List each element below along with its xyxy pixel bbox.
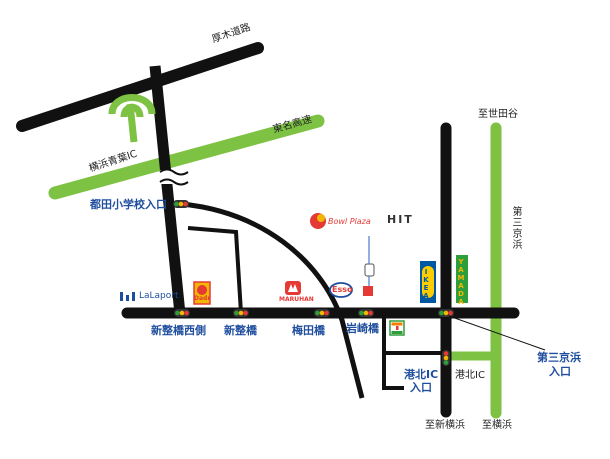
daisan-keihin-entrance-label-2: 入口 [549,365,571,378]
seven-eleven-icon [389,320,405,336]
ikea-label: IKEA [422,268,430,300]
north-south-road [149,65,186,315]
kohoku-ic-entrance-label-1: 港北IC [404,368,439,381]
traffic-light-icon [173,200,189,208]
leader-line [448,315,546,351]
maruhan-logo-icon [285,281,301,295]
bowl-plaza-hit-label: HIT [387,213,414,226]
traffic-light-icon [233,309,249,317]
tomei-expressway [48,114,325,200]
yamada-label: YAMADA [457,258,465,306]
esso-logo-icon [329,282,353,298]
dadd-logo-icon [193,281,211,305]
side-road-shinseibashi [187,226,243,314]
maruhan-label: MARUHAN [279,296,314,303]
kohoku-ic-label: 港北IC [455,370,485,381]
kohoku-ic-entrance-label-2: 入口 [410,381,432,394]
to-shin-yokohama-label: 至新横浜 [425,420,465,431]
traffic-light-icon [358,309,374,317]
traffic-light-icon [442,350,450,366]
ikea-logo-icon [420,261,436,303]
daisan-keihin-label: 第三京浜 [510,206,521,250]
pin-marker-icon [363,236,375,296]
umedabashi-label: 梅田橋 [292,324,325,337]
bowl-plaza-logo-icon [310,213,326,229]
dadd-label: Dadr [194,295,211,302]
lalaport-logo-icon [120,292,135,301]
to-yokohama-label: 至横浜 [482,420,512,431]
daisan-keihin-entrance-label-1: 第三京浜 [537,351,581,364]
yamada-logo-icon [456,255,468,303]
bowl-plaza-label: Bowl Plaza [328,217,371,226]
traffic-light-icon [174,309,190,317]
tsuda-school-label: 都田小学校入口 [90,198,167,211]
road-break-icon [159,168,189,186]
esso-label: Esso [332,285,353,294]
atsugi-road [16,42,264,132]
traffic-light-icon [438,309,454,317]
shinseibashi-nishi-label: 新整橋西側 [151,324,206,337]
shinseibashi-label: 新整橋 [224,324,257,337]
iwasakibashi-label: 岩崎橋 [346,322,379,335]
lalaport-label: LaLaport [139,291,179,301]
interchange-loop-icon [108,94,156,143]
kohoku-ic-road [382,313,404,390]
curved-road [181,201,365,399]
traffic-light-icon [314,309,330,317]
to-setagaya-label: 至世田谷 [478,109,518,120]
